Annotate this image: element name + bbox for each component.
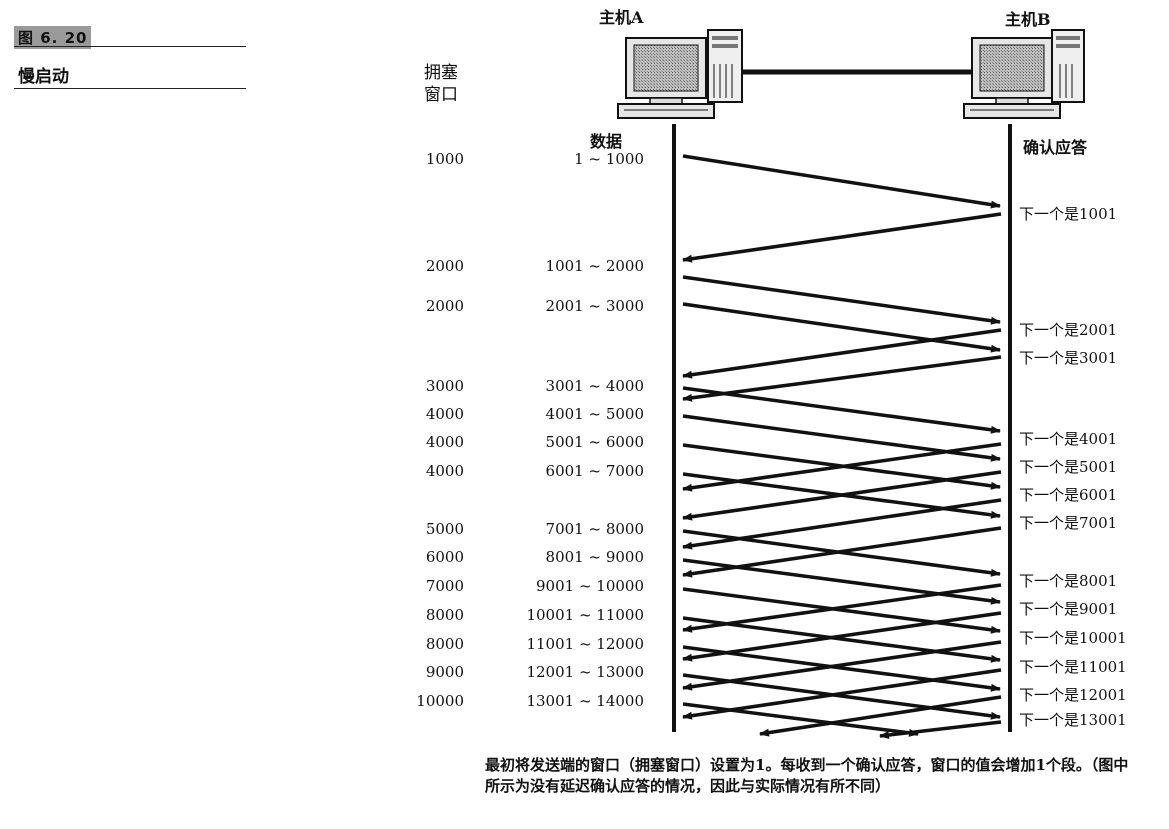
ack-arrow (682, 498, 1002, 550)
data-arrow (682, 275, 1001, 325)
host-b-label: 主机B (1005, 10, 1051, 29)
ack-value: 下一个是12001 (1019, 686, 1127, 704)
data-arrow (682, 645, 1001, 692)
data-range: 12001 ~ 13000 (526, 663, 644, 681)
ack-arrow (879, 720, 1002, 739)
figure-number: 图 6. 20 (14, 26, 92, 49)
header-rule-top (14, 46, 246, 47)
ack-value: 下一个是10001 (1019, 629, 1127, 647)
ack-arrow (682, 442, 1002, 492)
cwnd-value: 4000 (425, 462, 464, 480)
cwnd-value: 5000 (425, 520, 464, 538)
cwnd-value: 4000 (425, 405, 464, 423)
data-range: 4001 ~ 5000 (545, 405, 644, 423)
ack-value: 下一个是11001 (1019, 658, 1127, 676)
ack-value: 下一个是9001 (1019, 600, 1118, 618)
data-range: 5001 ~ 6000 (545, 433, 644, 451)
cwnd-value: 9000 (425, 663, 464, 681)
cwnd-column-header: 拥塞窗口 (424, 63, 458, 105)
cwnd-value: 1000 (425, 150, 464, 168)
ack-arrow (682, 470, 1002, 521)
figure-title: 慢启动 (18, 67, 69, 87)
cwnd-value: 2000 (425, 297, 464, 315)
ack-value: 下一个是7001 (1019, 514, 1118, 532)
cwnd-value: 10000 (416, 692, 464, 710)
ack-arrow (682, 668, 1002, 720)
cwnd-value: 8000 (425, 635, 464, 653)
ack-value: 下一个是13001 (1019, 711, 1127, 729)
cwnd-value: 3000 (425, 377, 464, 395)
host-a-computer-icon (617, 29, 743, 119)
host-b-computer-icon (963, 29, 1085, 119)
data-range: 1001 ~ 2000 (545, 257, 644, 275)
ack-arrow (682, 583, 1002, 633)
header-rule-bottom (14, 88, 246, 89)
ack-value: 下一个是4001 (1019, 430, 1118, 448)
data-range: 2001 ~ 3000 (545, 297, 644, 315)
host-a-label: 主机A (599, 8, 644, 27)
ack-value: 下一个是5001 (1019, 458, 1118, 476)
ack-value: 下一个是8001 (1019, 572, 1118, 590)
cwnd-value: 4000 (425, 433, 464, 451)
cwnd-value: 8000 (425, 606, 464, 624)
ack-arrow (682, 526, 1002, 578)
ack-value: 下一个是2001 (1019, 321, 1118, 339)
figure-caption: 最初将发送端的窗口（拥塞窗口）设置为1。每收到一个确认应答，窗口的值会增加1个段… (485, 756, 1129, 795)
ack-arrow (682, 212, 1002, 263)
ack-column-header: 确认应答 (1023, 138, 1088, 157)
cwnd-value: 7000 (425, 577, 464, 595)
data-range: 10001 ~ 11000 (526, 606, 644, 624)
data-arrow (682, 386, 1001, 434)
data-arrow (682, 587, 1001, 634)
data-range: 6001 ~ 7000 (545, 462, 644, 480)
ack-arrow (682, 355, 1002, 402)
ack-value: 下一个是6001 (1019, 486, 1118, 504)
data-column-header: 数据 (590, 132, 623, 151)
data-range: 13001 ~ 14000 (526, 692, 644, 710)
data-arrow (682, 616, 1001, 663)
ack-arrow (682, 640, 1002, 691)
data-range: 1 ~ 1000 (574, 150, 644, 168)
cwnd-value: 2000 (425, 257, 464, 275)
ack-value: 下一个是1001 (1019, 205, 1118, 223)
data-arrow (682, 154, 1001, 209)
data-range: 11001 ~ 12000 (526, 635, 644, 653)
ack-arrow (682, 611, 1002, 662)
data-range: 9001 ~ 10000 (536, 577, 644, 595)
data-arrow (682, 702, 919, 737)
ack-value: 下一个是3001 (1019, 349, 1118, 367)
cwnd-value: 6000 (425, 548, 464, 566)
data-range: 8001 ~ 9000 (545, 548, 644, 566)
segment-arrows (682, 154, 1002, 739)
data-arrow (682, 302, 1001, 353)
ack-arrow (682, 328, 1002, 379)
data-range: 7001 ~ 8000 (545, 520, 644, 538)
data-range: 3001 ~ 4000 (545, 377, 644, 395)
ack-arrow (759, 695, 1002, 737)
